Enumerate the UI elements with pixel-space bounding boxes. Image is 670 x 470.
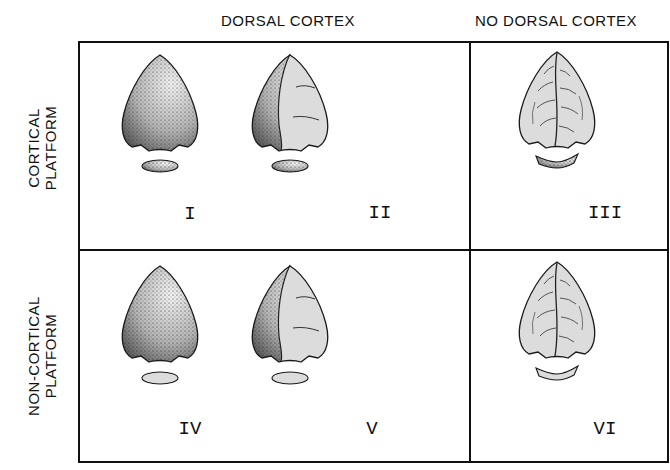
row-header: NON-CORTICAL PLATFORM (25, 295, 60, 417)
row-header: CORTICAL PLATFORM (25, 87, 60, 209)
column-header: DORSAL CORTEX (221, 12, 355, 29)
column-header: NO DORSAL CORTEX (475, 12, 637, 29)
category-numeral: II (369, 203, 392, 225)
category-numeral: VI (594, 419, 617, 441)
category-numeral: IV (179, 419, 202, 441)
category-numeral: V (366, 419, 377, 441)
category-numeral: III (588, 203, 622, 225)
category-numeral: I (184, 204, 195, 226)
